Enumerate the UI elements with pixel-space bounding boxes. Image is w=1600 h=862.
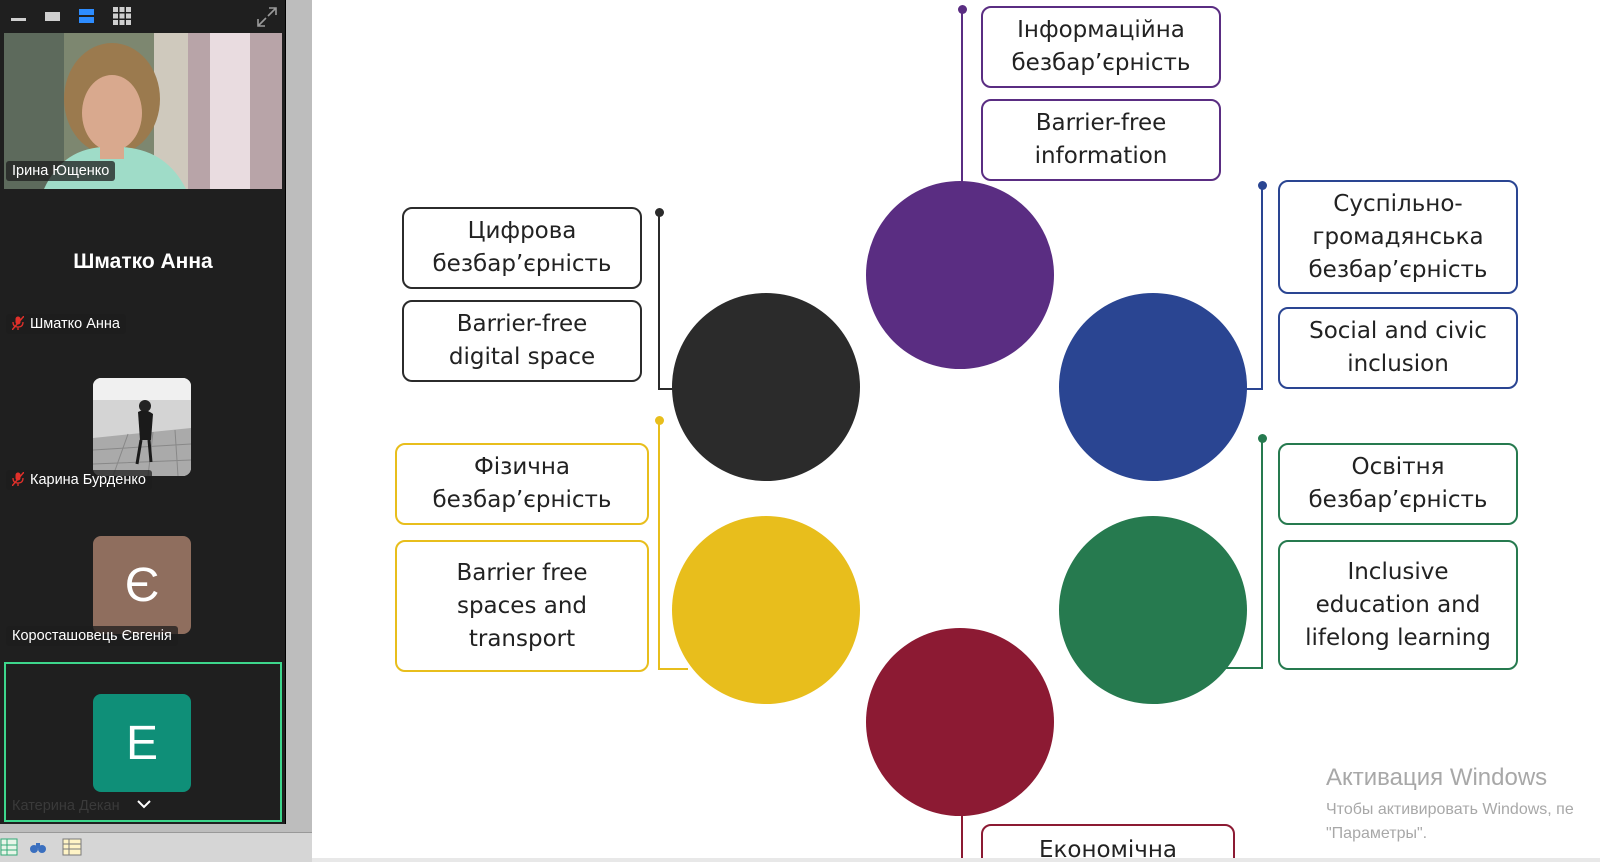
- minimize-icon[interactable]: [10, 6, 28, 26]
- category-circle-info: [866, 181, 1054, 369]
- participant-tile[interactable]: Карина Бурденко: [4, 346, 282, 502]
- connector-line: [1244, 388, 1263, 390]
- connector-dot: [958, 5, 967, 14]
- connector-line: [658, 421, 660, 670]
- windows-activation-watermark: Активация Windows Чтобы активировать Win…: [1326, 764, 1574, 846]
- table-icon[interactable]: [62, 837, 82, 857]
- label-social-ua: Суспільно- громадянська безбар’єрність: [1278, 180, 1518, 294]
- participant-video: [4, 33, 282, 189]
- bottom-border: [312, 858, 1600, 862]
- activation-line2: "Параметры".: [1326, 825, 1428, 842]
- label-digital-en: Barrier-free digital space: [402, 300, 642, 382]
- connector-dot: [655, 208, 664, 217]
- label-economic-ua: Економічна: [981, 824, 1235, 862]
- participant-tile-active[interactable]: E Катерина Декан: [4, 662, 282, 822]
- connector-line: [1224, 667, 1263, 669]
- single-view-icon[interactable]: [44, 6, 62, 26]
- connector-line: [961, 10, 963, 182]
- label-education-ua: Освітня безбар’єрність: [1278, 443, 1518, 525]
- connector-dot: [1258, 181, 1267, 190]
- participant-tile[interactable]: Ірина Ющенко: [4, 33, 282, 189]
- speaker-view-icon[interactable]: [78, 6, 96, 26]
- find-icon[interactable]: [28, 837, 48, 857]
- participant-name: Коросташовець Євгенія: [6, 626, 178, 646]
- label-info-ua: Інформаційна безбар’єрність: [981, 6, 1221, 88]
- connector-line: [658, 213, 660, 390]
- shared-slide: Інформаційна безбар’єрність Barrier-free…: [312, 0, 1600, 862]
- label-social-en: Social and civic inclusion: [1278, 307, 1518, 389]
- participant-name: Шматко Анна: [30, 316, 120, 332]
- participants-panel: Ірина Ющенко Шматко Анна Шматко Анна Кар…: [0, 0, 286, 824]
- grid-view-icon[interactable]: [0, 837, 20, 857]
- participant-avatar: Є: [93, 536, 191, 634]
- taskbar-strip: [0, 832, 312, 862]
- participant-name-tag: Карина Бурденко: [6, 470, 152, 490]
- category-circle-economic: [866, 628, 1054, 816]
- category-circle-education: [1059, 516, 1247, 704]
- connector-line: [961, 812, 963, 862]
- participant-photo: [93, 378, 191, 476]
- label-info-en: Barrier-free information: [981, 99, 1221, 181]
- label-digital-ua: Цифрова безбар’єрність: [402, 207, 642, 289]
- participant-tile[interactable]: Шматко Анна Шматко Анна: [4, 190, 282, 346]
- label-education-en: Inclusive education and lifelong learnin…: [1278, 540, 1518, 670]
- participant-name: Карина Бурденко: [30, 472, 146, 488]
- participant-name: Катерина Декан: [12, 798, 120, 814]
- connector-line: [658, 668, 688, 670]
- activation-line1: Чтобы активировать Windows, пе: [1326, 801, 1574, 818]
- chevron-down-icon[interactable]: [136, 798, 152, 810]
- connector-line: [1261, 186, 1263, 390]
- connector-line: [1261, 439, 1263, 669]
- participant-avatar: E: [93, 694, 191, 792]
- participant-name-tag: Шматко Анна: [6, 314, 126, 334]
- connector-line: [658, 388, 676, 390]
- gallery-view-icon[interactable]: [112, 6, 132, 26]
- connector-dot: [655, 416, 664, 425]
- muted-mic-icon: [12, 472, 24, 486]
- participant-display-name: Шматко Анна: [73, 250, 213, 273]
- activation-title: Активация Windows: [1326, 764, 1548, 791]
- label-physical-ua: Фізична безбар’єрність: [395, 443, 649, 525]
- expand-icon[interactable]: [256, 6, 278, 28]
- avatar-initial: Є: [124, 558, 160, 612]
- avatar-initial: E: [125, 716, 158, 770]
- category-circle-physical: [672, 516, 860, 704]
- muted-mic-icon: [12, 316, 24, 330]
- category-circle-digital: [672, 293, 860, 481]
- panel-toolbar: [0, 0, 286, 32]
- participant-tile[interactable]: Є Коросташовець Євгенія: [4, 502, 282, 658]
- category-circle-social: [1059, 293, 1247, 481]
- connector-dot: [1258, 434, 1267, 443]
- label-physical-en: Barrier free spaces and transport: [395, 540, 649, 672]
- participant-name: Ірина Ющенко: [6, 161, 116, 181]
